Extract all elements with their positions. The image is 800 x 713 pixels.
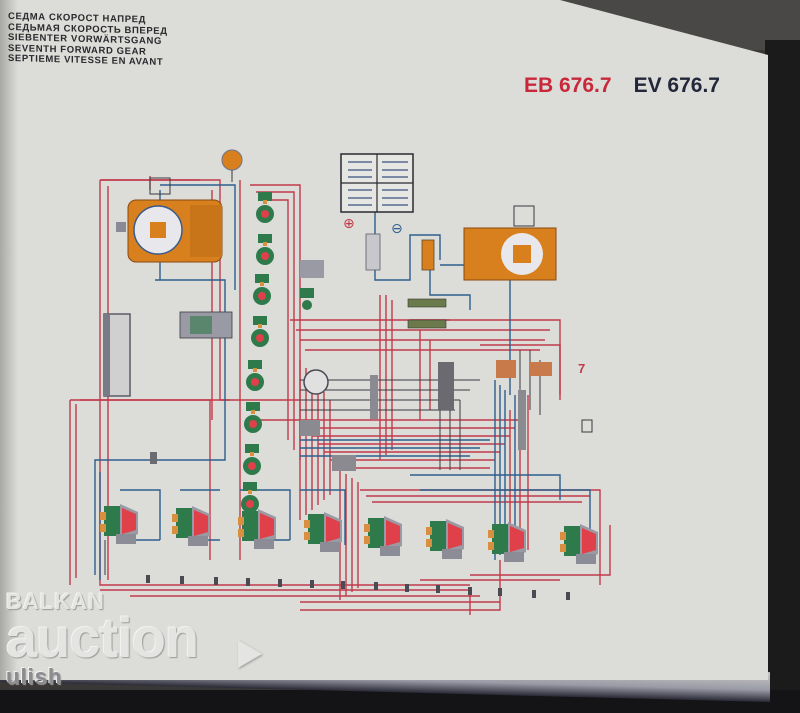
watermark: BALKAN auction ulish: [6, 589, 262, 689]
watermark-auction: auction: [6, 606, 199, 669]
model-codes: EB 676.7 EV 676.7: [524, 74, 720, 98]
background-dark-right: [765, 40, 800, 713]
pump-motor-left: [116, 177, 223, 263]
polarity-plus-icon: ⊕: [343, 216, 355, 232]
pump-motor-right: [463, 205, 557, 281]
solenoid-valves: [100, 504, 598, 564]
terminal-blocks: [146, 575, 570, 600]
label-gear-7: 7: [578, 361, 585, 376]
model-eb: EB 676.7: [524, 74, 612, 97]
watermark-balkan: BALKAN: [6, 589, 105, 614]
watermark-sub: ulish: [6, 664, 63, 689]
connector-strips: [370, 298, 552, 450]
polarity-minus-icon: ⊖: [391, 221, 403, 237]
wires-dark: [104, 350, 541, 575]
fuse-box: [340, 153, 435, 271]
play-arrow-icon: [238, 640, 262, 668]
pressure-switches: [241, 192, 274, 513]
model-ev: EV 676.7: [633, 74, 720, 97]
misc-components: [103, 149, 593, 471]
page-binding-shadow: [0, 0, 18, 680]
